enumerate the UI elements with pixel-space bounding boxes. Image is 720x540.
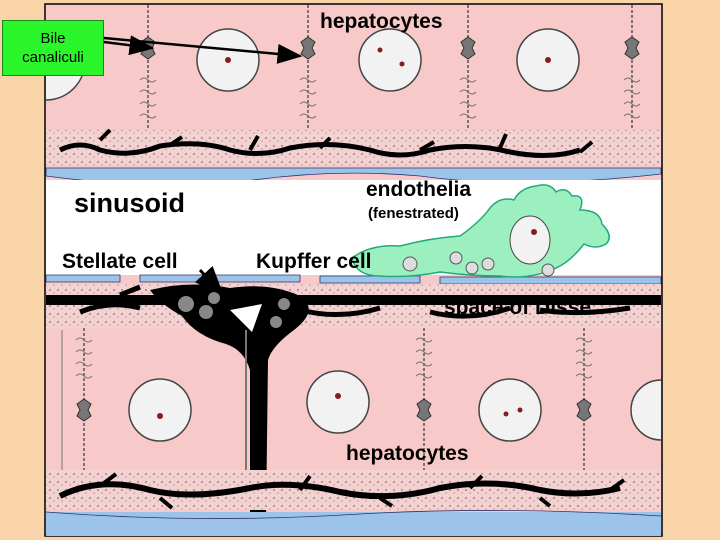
bile-canaliculi-label: Bile canaliculi <box>2 20 104 76</box>
stellate-cell <box>150 284 309 520</box>
label-hepatocytes-top: hepatocytes <box>320 10 443 33</box>
label-space-of-disse: space of Disse <box>444 296 591 319</box>
hepatocyte-nucleus <box>128 378 192 442</box>
label-fenestrated: (fenestrated) <box>368 205 459 222</box>
bile-canaliculi-label-line2: canaliculi <box>22 49 84 66</box>
bile-canaliculi-label-line1: Bile <box>40 30 66 47</box>
label-sinusoid: sinusoid <box>74 188 185 218</box>
hepatocyte-row-bottom <box>61 328 662 480</box>
bile-canaliculi-arrow-1 <box>103 35 155 56</box>
label-hepatocytes-bottom: hepatocytes <box>346 442 469 465</box>
hepatocyte-row-top <box>45 5 661 130</box>
hepatocyte-nucleus <box>358 28 422 92</box>
stellate-cell-arrow <box>194 265 225 297</box>
hepatocyte-nucleus <box>478 378 542 442</box>
label-kupffer-cell: Kupffer cell <box>256 250 372 273</box>
space-of-disse-lower <box>46 284 661 328</box>
label-stellate-cell: Stellate cell <box>62 250 178 273</box>
hepatocyte-nucleus <box>306 370 370 434</box>
bile-canaliculi-arrow-2 <box>103 36 303 64</box>
label-endothelia: endothelia <box>366 178 471 201</box>
